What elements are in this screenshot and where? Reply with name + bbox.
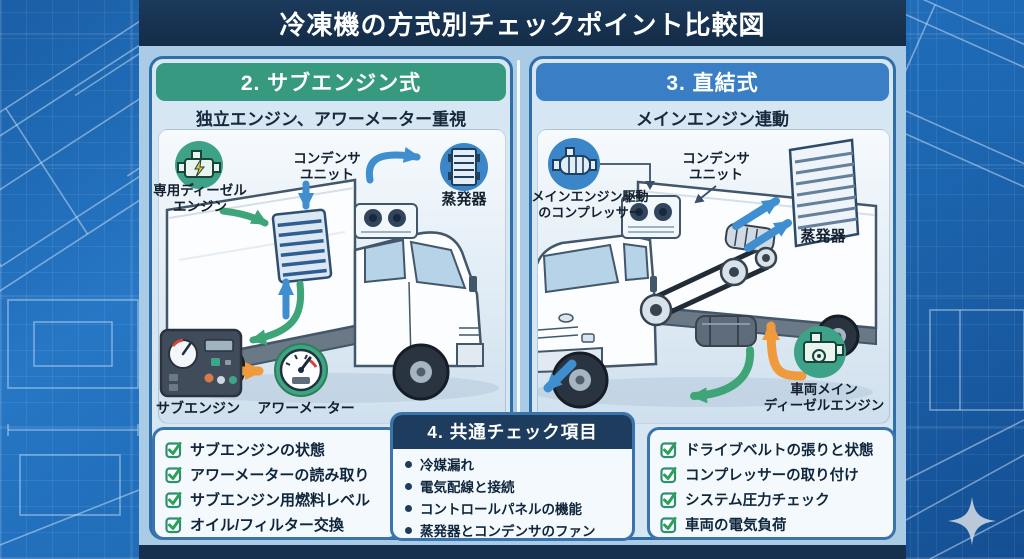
common-item-label: 電気配線と接続 — [420, 480, 515, 495]
checklist-item-label: アワーメーターの読み取り — [190, 467, 370, 484]
checkbox-checked-icon — [165, 441, 182, 458]
right-truck-drawing — [538, 138, 878, 409]
label-condenser-unit-left: コンデンサ ユニット — [293, 151, 361, 183]
checklist-item-label: オイル/フィルター交換 — [190, 517, 344, 534]
common-item-label: 蒸発器とコンデンサのファン — [420, 524, 596, 539]
common-check-item: 電気配線と接続 — [405, 476, 626, 496]
common-check-header: 4. 共通チェック項目 — [393, 415, 632, 449]
checklist-item-label: 車両の電気負荷 — [685, 518, 787, 534]
common-item-label: 冷媒漏れ — [420, 458, 474, 473]
checklist-item-label: サブエンジンの状態 — [190, 442, 326, 459]
left-condenser-radiator — [271, 208, 333, 284]
label-main-engine-compressor: メインエンジン駆動 のコンプレッサー — [531, 189, 649, 220]
checkbox-checked-icon — [165, 466, 182, 483]
bottom-navy-strip — [139, 545, 906, 559]
bullet-icon — [405, 526, 412, 534]
arrow-engine-to-condenser — [219, 207, 269, 227]
checkbox-checked-icon — [165, 491, 182, 508]
arrow-to-evaporator-2 — [744, 219, 792, 252]
direct-drive-header-text: 3. 直結式 — [666, 72, 759, 95]
main-title-bar: 冷凍機の方式別チェックポイント比較図 — [139, 0, 906, 46]
blueprint-plan-bottom-left — [0, 299, 140, 546]
arrow-front-down-left — [543, 359, 577, 393]
label-evaporator-right: 蒸発器 — [800, 228, 846, 245]
belt-drive-system — [639, 222, 778, 327]
label-sub-engine: サブエンジン — [156, 400, 240, 416]
arrow-to-evaporator — [365, 146, 421, 184]
sub-engine-illustration — [158, 129, 506, 424]
common-check-item: 冷媒漏れ — [405, 454, 626, 474]
checkbox-checked-icon — [660, 491, 677, 508]
sub-engine-subtitle: 独立エンジン、アワーメーター重視 — [195, 110, 467, 129]
right-condenser-unit — [621, 195, 681, 239]
label-condenser-unit-right: コンデンサ ユニット — [682, 151, 750, 183]
direct-drive-panel-header: 3. 直結式 — [536, 63, 889, 101]
checklist-item: コンプレッサーの取り付け — [660, 464, 887, 485]
bullet-icon — [405, 482, 412, 490]
label-dedicated-diesel-engine: 専用ディーゼル エンジン — [153, 183, 247, 215]
label-evaporator-left: 蒸発器 — [441, 191, 487, 208]
checklist-item: ドライブベルトの張りと状態 — [660, 439, 887, 460]
main-title: 冷凍機の方式別チェックポイント比較図 — [279, 9, 766, 40]
label-hour-meter: アワーメーター — [257, 400, 355, 416]
dedicated-diesel-engine-icon — [175, 141, 223, 189]
direct-drive-subtitle: メインエンジン連動 — [636, 110, 789, 129]
left-truck-drawing — [159, 141, 499, 403]
main-engine-compressor-icon — [548, 138, 600, 190]
checklist-item: アワーメーターの読み取り — [165, 464, 391, 485]
direct-drive-checklist: ドライブベルトの張りと状態 コンプレッサーの取り付け システム圧力チェック 車両… — [647, 427, 896, 540]
checklist-item: サブエンジンの状態 — [165, 439, 391, 460]
sub-engine-header-text: 2. サブエンジン式 — [240, 72, 422, 95]
checkbox-checked-icon — [165, 516, 182, 533]
checkbox-checked-icon — [660, 466, 677, 483]
evaporator-icon — [440, 143, 488, 191]
checklist-item-label: ドライブベルトの張りと状態 — [685, 443, 874, 459]
checklist-item-label: システム圧力チェック — [685, 493, 830, 509]
checklist-item-label: サブエンジン用燃料レベル — [190, 492, 371, 509]
common-check-item: コントロールパネルの機能 — [405, 498, 626, 518]
sparkle-icon — [948, 497, 996, 545]
bullet-icon — [405, 460, 412, 468]
panel-divider-line — [517, 60, 520, 440]
vehicle-main-engine-icon — [794, 326, 846, 378]
arrow-green-curve — [690, 346, 755, 404]
connector-condenser-label — [694, 185, 717, 204]
direct-drive-illustration — [537, 129, 890, 424]
sub-engine-control-panel-icon — [159, 328, 243, 398]
hour-meter-icon — [274, 343, 328, 397]
left-condenser-unit — [354, 203, 418, 239]
common-check-panel: 4. 共通チェック項目 冷媒漏れ 電気配線と接続 コントロールパネルの機能 蒸発… — [390, 412, 635, 541]
common-check-item: 蒸発器とコンデンサのファン — [405, 520, 626, 539]
checkbox-checked-icon — [660, 441, 677, 458]
checklist-item: オイル/フィルター交換 — [165, 514, 391, 535]
checklist-item-label: コンプレッサーの取り付け — [685, 468, 859, 484]
checklist-item: サブエンジン用燃料レベル — [165, 489, 391, 510]
sub-engine-checklist: サブエンジンの状態 アワーメーターの読み取り サブエンジン用燃料レベル オイル/… — [152, 427, 400, 540]
common-check-list: 冷媒漏れ 電気配線と接続 コントロールパネルの機能 蒸発器とコンデンサのファン … — [393, 449, 632, 539]
sub-engine-panel-header: 2. サブエンジン式 — [156, 63, 506, 101]
blueprint-lines-bottom-right — [905, 309, 1024, 559]
checklist-item: 車両の電気負荷 — [660, 514, 887, 535]
arrow-to-evaporator-1 — [732, 197, 780, 230]
label-vehicle-main-diesel-engine: 車両メイン ディーゼルエンジン — [763, 382, 885, 414]
right-evaporator-panel — [788, 138, 860, 248]
checklist-item: システム圧力チェック — [660, 489, 887, 510]
connector-compressor-to-unit — [600, 163, 655, 190]
arrow-down-to-subengine — [249, 280, 305, 346]
common-item-label: コントロールパネルの機能 — [420, 502, 582, 517]
arrow-engine-up — [762, 321, 807, 381]
fuel-tank — [695, 315, 757, 347]
bullet-icon — [405, 504, 412, 512]
checkbox-checked-icon — [660, 516, 677, 533]
